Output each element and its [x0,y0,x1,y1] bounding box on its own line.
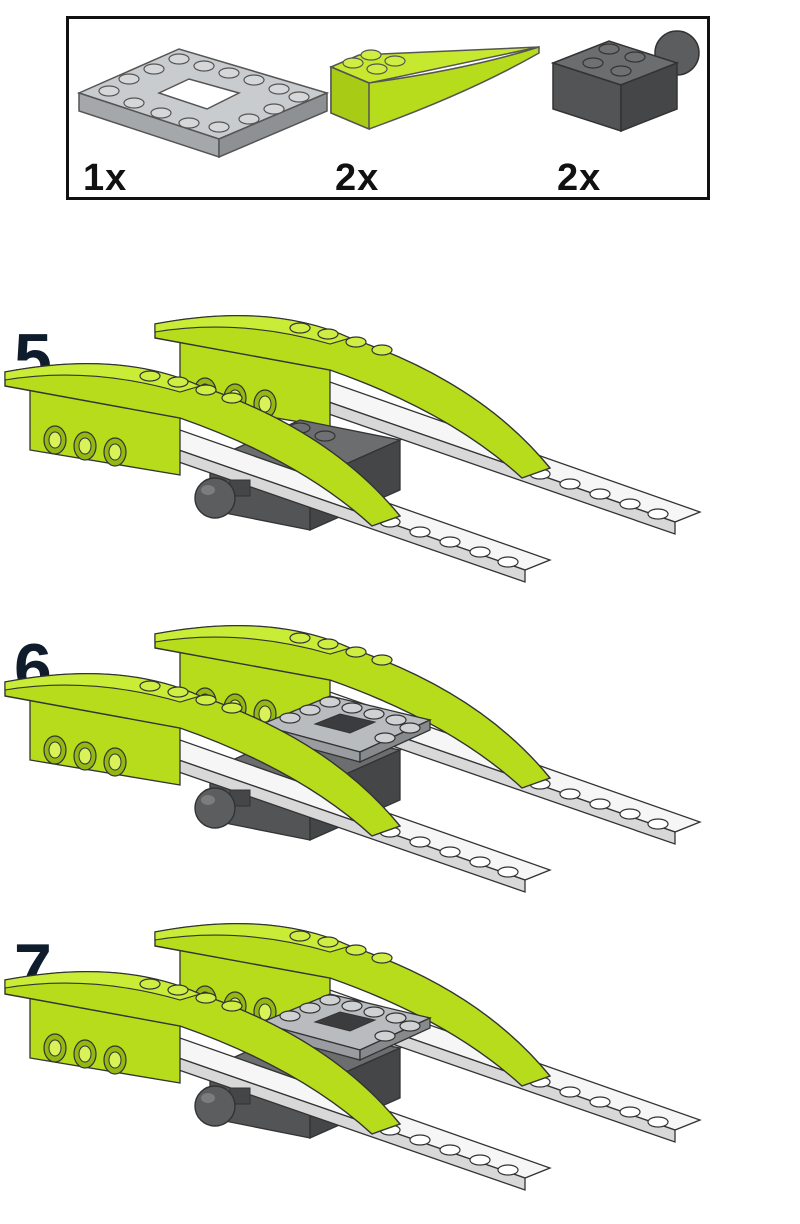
part-2-quantity: 2x [335,157,380,199]
step-6-assembly [4,624,702,893]
part-3-quantity: 2x [557,157,602,199]
part-1-quantity: 1x [83,157,128,199]
curved-slope-part [329,45,540,131]
step-5-assembly [4,314,702,583]
plate-4x4-hole-part [76,48,330,159]
parts-list-box: 1x 2x 2x [66,16,710,200]
step-7-assembly [4,922,702,1191]
brick-ball-part [550,30,700,133]
parts-illustrations [76,30,700,159]
